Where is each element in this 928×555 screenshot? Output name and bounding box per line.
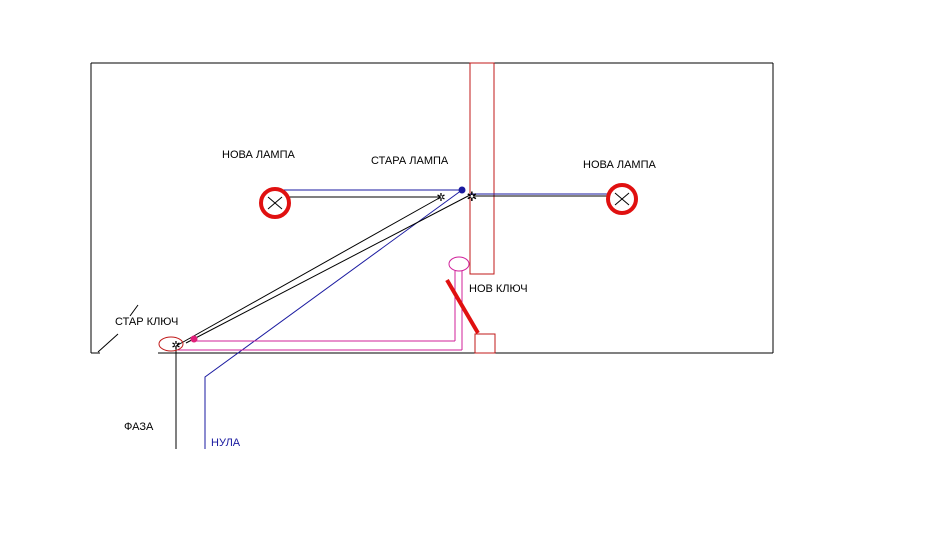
- switch-wires: [178, 271, 463, 351]
- new-lamp-left-label: НОВА ЛАМПА: [222, 149, 295, 161]
- old-switch-label: СТАР КЛЮЧ: [115, 316, 178, 328]
- new-switch-junction-icon: [448, 256, 470, 272]
- neutral-junction-dot: [458, 186, 466, 194]
- room-outline: [90, 62, 774, 354]
- new-switch-label: НОВ КЛЮЧ: [469, 283, 528, 295]
- new-switch-lever-icon: [445, 278, 480, 335]
- old-lamp-label: СТАРА ЛАМПА: [371, 155, 449, 167]
- column-junction-icon: ✲: [467, 190, 478, 205]
- old-switch-marks: [97, 304, 139, 353]
- lamp-right-icon: [606, 183, 638, 215]
- switched-wire-a: [175, 196, 442, 347]
- new-lamp-right-label: НОВА ЛАМПА: [583, 159, 656, 171]
- column: [469, 62, 495, 275]
- phase-label: ФАЗА: [124, 421, 154, 433]
- neutral-feed: [204, 189, 463, 449]
- new-switch-box: [474, 333, 496, 354]
- lamp-left-icon: [259, 187, 291, 219]
- neutral-wires: [204, 189, 621, 449]
- neutral-label: НУЛА: [211, 437, 241, 449]
- old-switch-star-icon: ✲: [171, 339, 180, 352]
- old-switch-mark-upper: [129, 304, 139, 317]
- old-switch-pink-dot: [190, 335, 198, 343]
- old-switch-mark-lower: [97, 333, 119, 353]
- switched-wire-b: [185, 194, 471, 344]
- old-switch-junction-icon: [158, 336, 184, 352]
- lamp-left-junction-icon: ✲: [436, 191, 445, 204]
- phase-wires: [175, 194, 621, 449]
